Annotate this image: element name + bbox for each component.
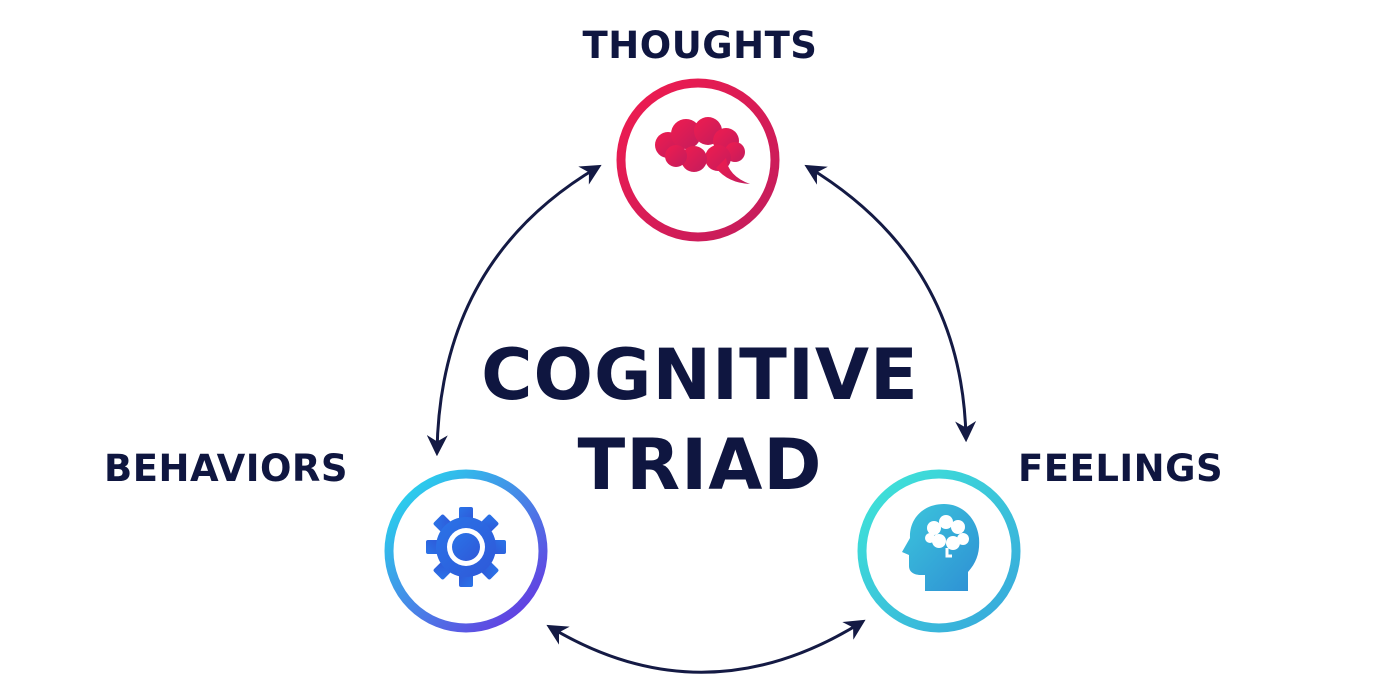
feelings-label: FEELINGS xyxy=(1018,447,1224,490)
title-line-1: COGNITIVE xyxy=(481,334,919,416)
arrow-behaviors-feelings xyxy=(546,619,866,674)
thoughts-node xyxy=(616,78,780,242)
behaviors-node xyxy=(384,469,548,633)
feelings-node xyxy=(857,469,1021,633)
arrow-thoughts-feelings xyxy=(804,164,977,443)
arrow-thoughts-behaviors xyxy=(426,164,602,457)
title-line-2: TRIAD xyxy=(577,424,823,506)
head-brain-icon xyxy=(902,504,980,591)
behaviors-label: BEHAVIORS xyxy=(104,447,349,490)
thought-bubble-icon xyxy=(655,117,750,184)
gear-icon xyxy=(426,507,506,587)
thoughts-label: THOUGHTS xyxy=(582,24,818,67)
